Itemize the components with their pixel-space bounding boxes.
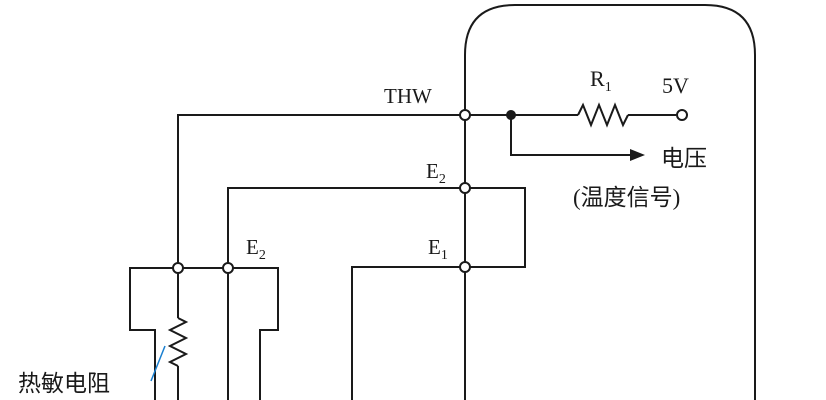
e1-external-wire: [351, 266, 465, 400]
ecu-e2-e1-loop: [465, 187, 526, 268]
5v-terminal: [676, 109, 688, 121]
r1-label: R1: [590, 66, 612, 95]
voltage-arrowhead: [630, 149, 645, 161]
e1-label: E1: [428, 235, 448, 263]
e1-terminal: [459, 261, 471, 273]
e2-ecu-terminal: [459, 182, 471, 194]
sensor-thw-terminal: [172, 262, 184, 274]
voltage-label: 电压: [661, 146, 707, 171]
sensor-body-outline: [129, 267, 279, 400]
temperature-signal-label: (温度信号): [573, 185, 680, 210]
thw-terminal: [459, 109, 471, 121]
r1-resistor-symbol: [577, 102, 629, 128]
sensor-e2-terminal: [222, 262, 234, 274]
e2-external-wire: [227, 187, 465, 400]
thw-external-wire: [177, 114, 465, 268]
e2-sensor-label: E2: [246, 235, 266, 263]
e2-ecu-label: E2: [426, 159, 446, 187]
thw-label: THW: [384, 84, 432, 108]
ecu-housing-outline: [464, 4, 756, 400]
thermistor-leader-line: [150, 345, 166, 382]
thermistor-label: 热敏电阻: [18, 371, 110, 396]
voltage-output-line: [510, 115, 633, 156]
supply-5v-label: 5V: [662, 73, 689, 98]
thermistor-symbol: [167, 317, 189, 367]
